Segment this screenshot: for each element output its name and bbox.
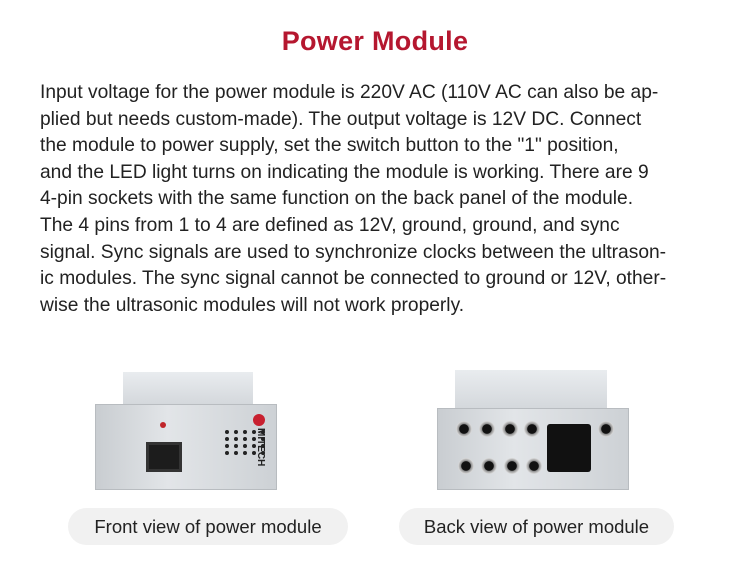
- text-line: the module to power supply, set the swit…: [40, 135, 619, 157]
- description-text: Input voltage for the power module is 22…: [40, 80, 730, 319]
- text-line: The 4 pins from 1 to 4 are defined as 12…: [40, 214, 620, 236]
- front-view-caption: Front view of power module: [68, 508, 348, 545]
- text-line: and the LED light turns on indicating th…: [40, 161, 649, 183]
- brand-text: MITECH: [255, 428, 266, 467]
- front-view-image: MITECH: [95, 372, 277, 492]
- power-led: [160, 422, 166, 428]
- ac-inlet: [547, 424, 591, 472]
- text-line: signal. Sync signals are used to synchro…: [40, 241, 667, 263]
- text-line: wise the ultrasonic modules will not wor…: [40, 294, 465, 316]
- text-line: plied but needs custom-made). The output…: [40, 108, 642, 130]
- back-view-image: [437, 370, 629, 490]
- vent-grill: [225, 430, 267, 455]
- power-switch: [146, 442, 182, 472]
- page-title: Power Module: [281, 26, 469, 56]
- back-view-caption: Back view of power module: [399, 508, 674, 545]
- brand-logo: [253, 414, 265, 426]
- text-line: Input voltage for the power module is 22…: [40, 82, 659, 103]
- text-line: 4-pin sockets with the same function on …: [40, 188, 634, 210]
- text-line: ic modules. The sync signal cannot be co…: [40, 268, 667, 290]
